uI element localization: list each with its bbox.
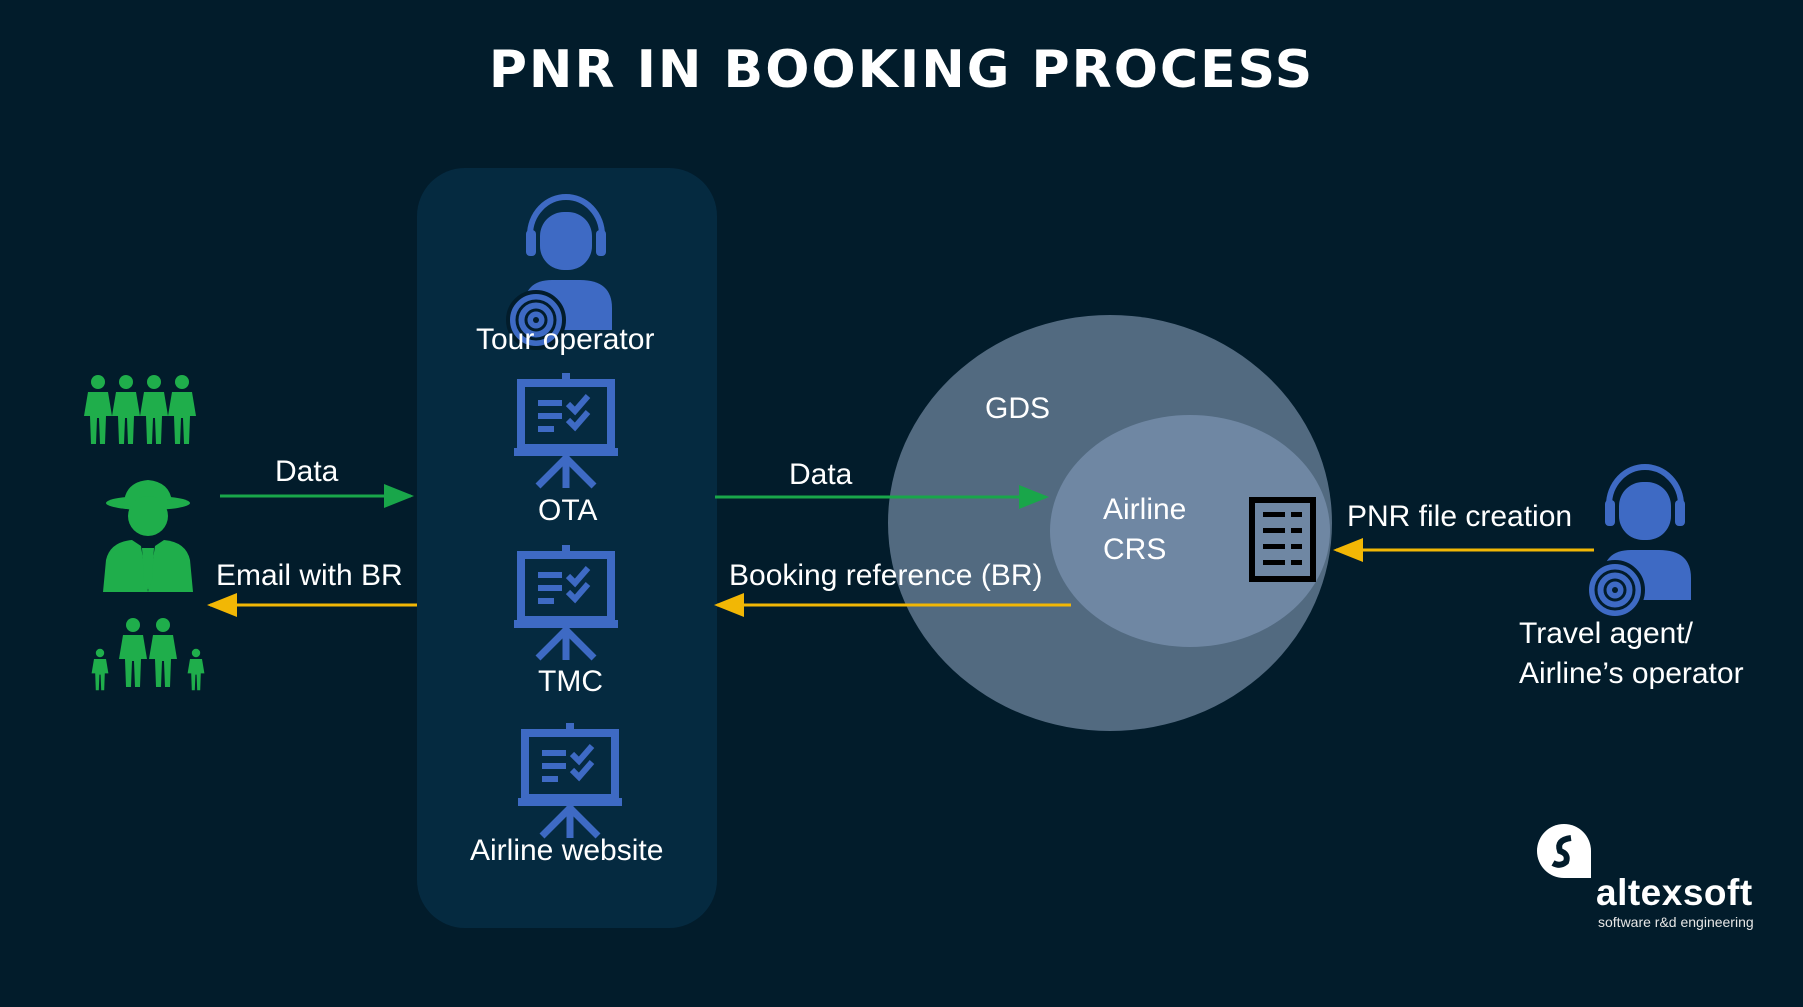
airline-website-label: Airline website: [470, 834, 664, 867]
presentation-board-icon: [518, 723, 622, 838]
presentation-board-icon: [514, 373, 618, 488]
gds-data-label: Data: [789, 458, 853, 491]
altexsoft-logo: [1537, 824, 1591, 878]
operator-label-line2: Airline’s operator: [1519, 657, 1744, 690]
page-title: PNR IN BOOKING PROCESS: [488, 40, 1315, 100]
booking-reference-label: Booking reference (BR): [729, 559, 1043, 592]
crs-label-line2: CRS: [1103, 533, 1167, 566]
tmc-label: TMC: [538, 665, 603, 698]
ota-label: OTA: [538, 494, 598, 527]
presentation-board-icon: [514, 545, 618, 660]
customer-data-label: Data: [275, 455, 339, 488]
traveler-icon: [103, 480, 193, 592]
operator-label-line1: Travel agent/: [1519, 617, 1693, 650]
crs-circle: [1050, 415, 1330, 647]
agent-headset-icon: [1587, 467, 1691, 618]
document-icon: [1249, 497, 1316, 582]
family-icon: [91, 618, 205, 691]
logo-tagline: software r&d engineering: [1598, 914, 1754, 930]
group-icon: [84, 375, 196, 444]
gds-label: GDS: [985, 392, 1051, 425]
crs-label-line1: Airline: [1103, 493, 1187, 526]
email-br-label: Email with BR: [216, 559, 403, 592]
logo-wordmark: altexsoft: [1596, 872, 1753, 913]
pnr-creation-label: PNR file creation: [1347, 500, 1573, 533]
tour-operator-label: Tour operator: [476, 323, 655, 356]
